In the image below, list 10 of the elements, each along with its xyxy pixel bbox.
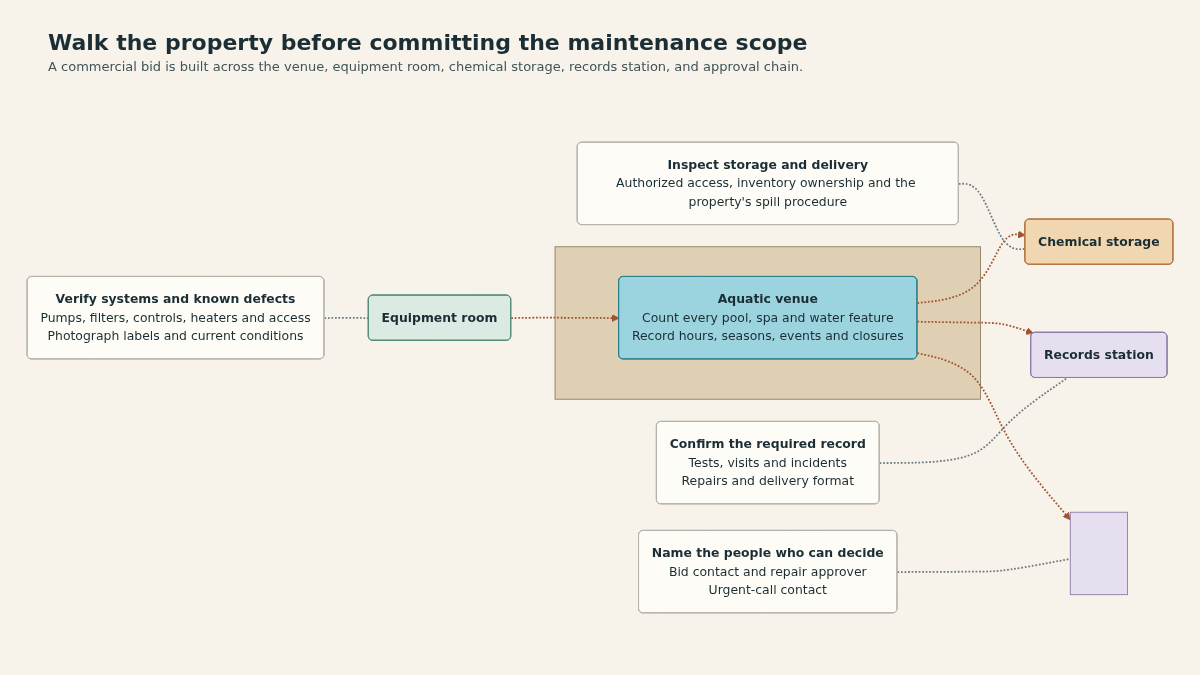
connector <box>323 316 370 319</box>
arrow <box>916 230 1026 304</box>
diagram-title: Walk the property before committing the maintenance scope <box>47 29 808 55</box>
arrow <box>916 320 1034 335</box>
arrow <box>510 314 620 322</box>
diagram-caption: A commercial bid is built across the venue, equipment room, chemical storage, records station, and approval chain. <box>48 59 804 74</box>
node-box <box>1069 511 1128 596</box>
connector <box>878 377 1069 464</box>
arrow <box>916 352 1071 521</box>
cluster <box>554 246 981 400</box>
